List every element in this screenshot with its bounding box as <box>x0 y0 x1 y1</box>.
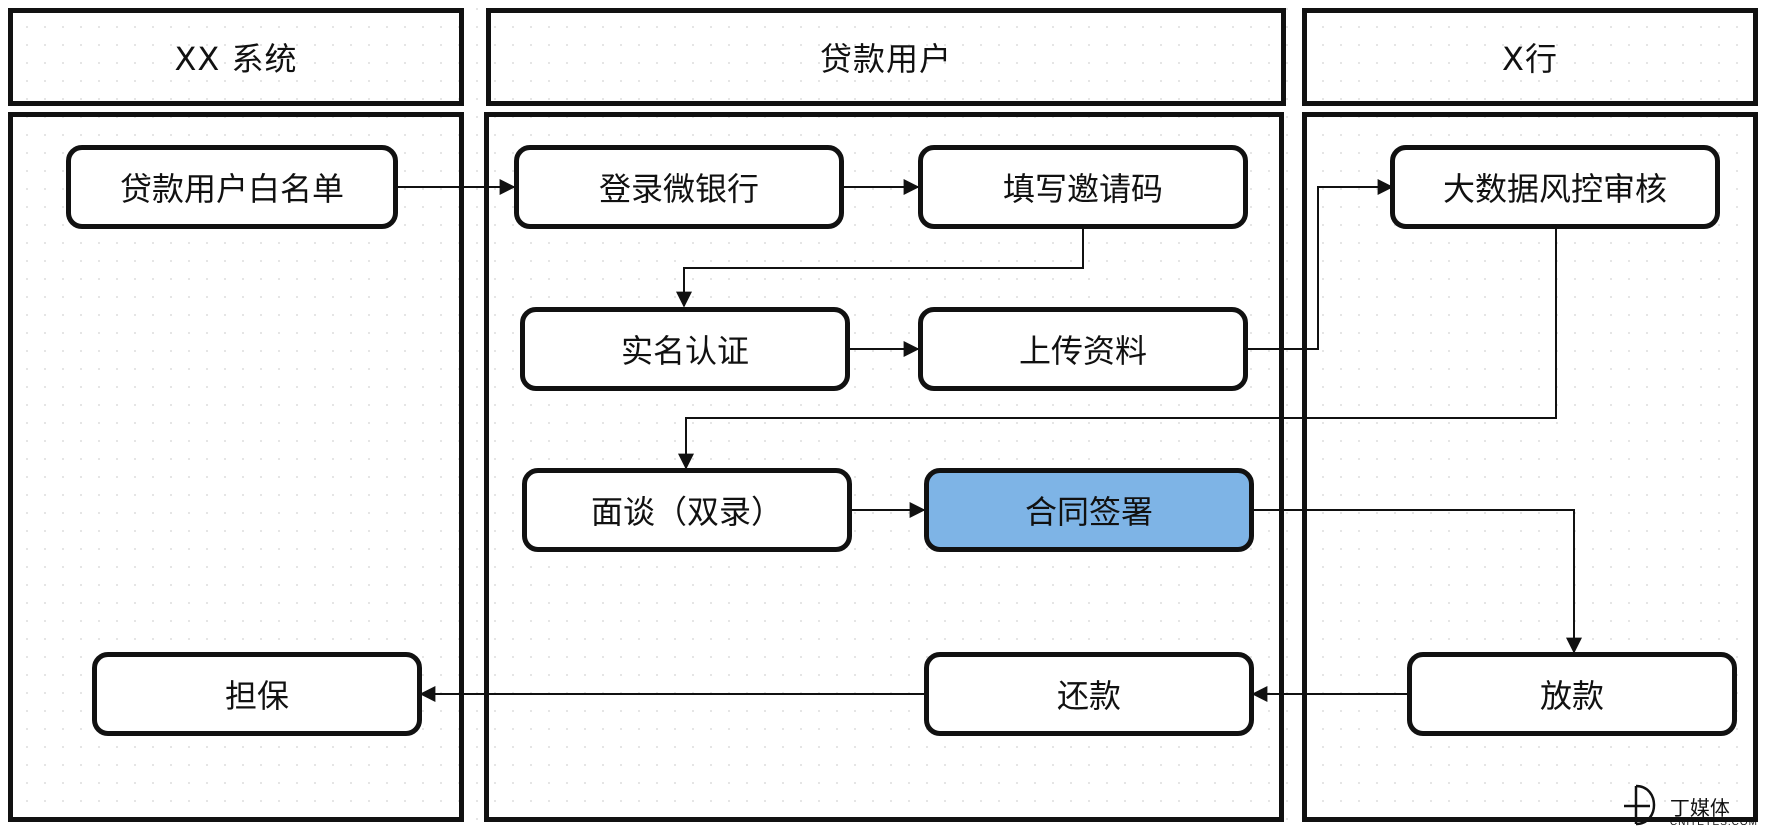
node-contract-signing[interactable]: 合同签署 <box>924 468 1254 552</box>
watermark-logo-icon <box>1623 784 1656 826</box>
edge-contract-to-disburse <box>1253 509 1582 654</box>
watermark-en: CNITEYES.COM <box>1669 817 1758 828</box>
node-loan-user-whitelist[interactable]: 贷款用户白名单 <box>66 145 398 229</box>
edge-upload-to-risk <box>1248 179 1394 350</box>
lane-header-loan-user: 贷款用户 <box>486 8 1286 106</box>
node-repayment[interactable]: 还款 <box>924 652 1254 736</box>
lane-header-xx-system: XX 系统 <box>8 8 464 106</box>
edge-invite-to-realname <box>676 229 1084 308</box>
node-big-data-risk-review[interactable]: 大数据风控审核 <box>1390 145 1720 229</box>
node-realname-auth[interactable]: 实名认证 <box>520 307 850 391</box>
node-guarantee[interactable]: 担保 <box>92 652 422 736</box>
lane-body-xx-system <box>8 112 464 822</box>
node-upload-materials[interactable]: 上传资料 <box>918 307 1248 391</box>
edge-risk-to-interview <box>678 229 1557 470</box>
lane-body-x-bank <box>1302 112 1758 822</box>
node-interview-dual-record[interactable]: 面谈（双录） <box>522 468 852 552</box>
watermark-cn: 丁媒体 <box>1669 796 1730 820</box>
node-fill-invite-code[interactable]: 填写邀请码 <box>918 145 1248 229</box>
node-login-wechat-bank[interactable]: 登录微银行 <box>514 145 844 229</box>
lane-header-x-bank: X行 <box>1302 8 1758 106</box>
node-disbursement[interactable]: 放款 <box>1407 652 1737 736</box>
lane-body-loan-user <box>484 112 1284 822</box>
watermark: 丁媒体 CNITEYES.COM <box>1620 782 1758 828</box>
